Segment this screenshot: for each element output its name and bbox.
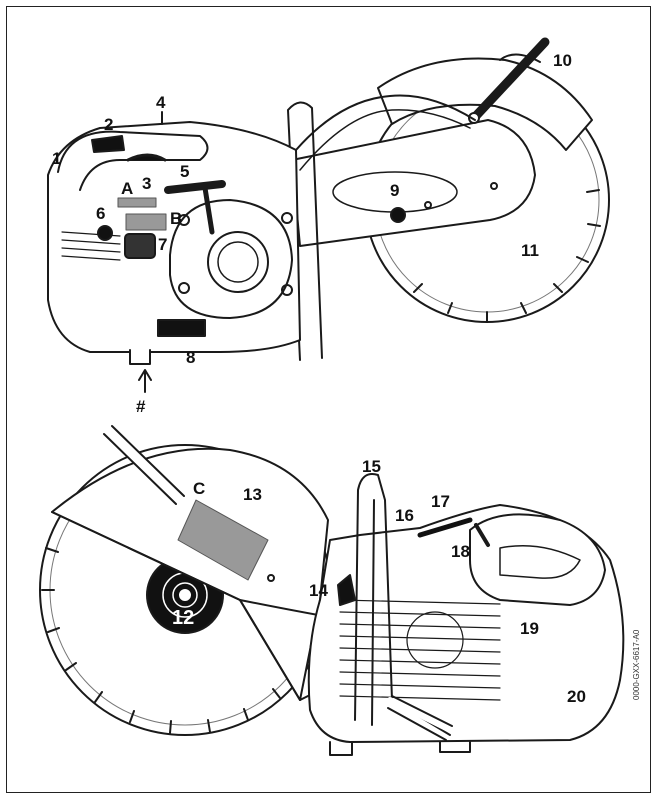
figure-frame: [6, 6, 651, 793]
filter-knob-8: [157, 319, 206, 337]
callout-7: 7: [158, 235, 168, 254]
top-cutter-view: [47, 37, 610, 393]
callout-1: 1: [52, 149, 62, 168]
callout-b: B: [170, 209, 183, 228]
callout-2: 2: [104, 115, 114, 134]
decal-c: [177, 499, 269, 581]
bottom-cutter-view: [39, 425, 625, 756]
callout-a: A: [121, 179, 134, 198]
guard-handle-10: [469, 37, 550, 123]
throttle-trigger-2: [91, 135, 125, 153]
callout-20: 20: [567, 687, 586, 706]
rear-handle-19: [469, 513, 606, 606]
callout-18: 18: [451, 542, 470, 561]
callout-13: 13: [243, 485, 262, 504]
starter-handle-5: [164, 180, 226, 194]
callout-16: 16: [395, 506, 414, 525]
callout-10: 10: [553, 51, 572, 70]
callout-3: 3: [142, 174, 152, 193]
callout-8: 8: [186, 348, 196, 367]
rear-handle-top: [57, 130, 209, 191]
starter-housing: [169, 199, 293, 319]
throttle-lock-18: [474, 523, 490, 547]
callout-12: 12: [172, 607, 195, 629]
callout-15: 15: [362, 457, 381, 476]
callout-9: 9: [390, 181, 400, 200]
callout-11: 11: [521, 241, 539, 260]
lever-17: [417, 517, 473, 538]
marker-arrow: [138, 369, 152, 393]
callout-6: 6: [96, 204, 106, 223]
cutting-arm-top: [291, 119, 536, 247]
document-code: 0000-GXX-6617-A0: [632, 629, 641, 700]
stop-switch-6: [97, 225, 113, 241]
callout-17: 17: [431, 492, 450, 511]
plate-b: [125, 213, 167, 231]
part-14: [337, 574, 356, 606]
callout-hash: #: [136, 397, 146, 416]
primer-7: [124, 233, 156, 259]
callout-c: C: [193, 479, 206, 498]
callout-14: 14: [309, 581, 328, 600]
arm-bolt-9: [390, 207, 406, 223]
plate-a: [117, 197, 157, 208]
callout-19: 19: [520, 619, 539, 638]
front-handle-15: [354, 473, 451, 736]
cylinder-cover-vents: [339, 599, 501, 701]
callout-4: 4: [156, 93, 166, 112]
guard-handle-bottom: [103, 425, 185, 505]
blade-guard-13: [51, 447, 329, 701]
callout-5: 5: [180, 162, 190, 181]
